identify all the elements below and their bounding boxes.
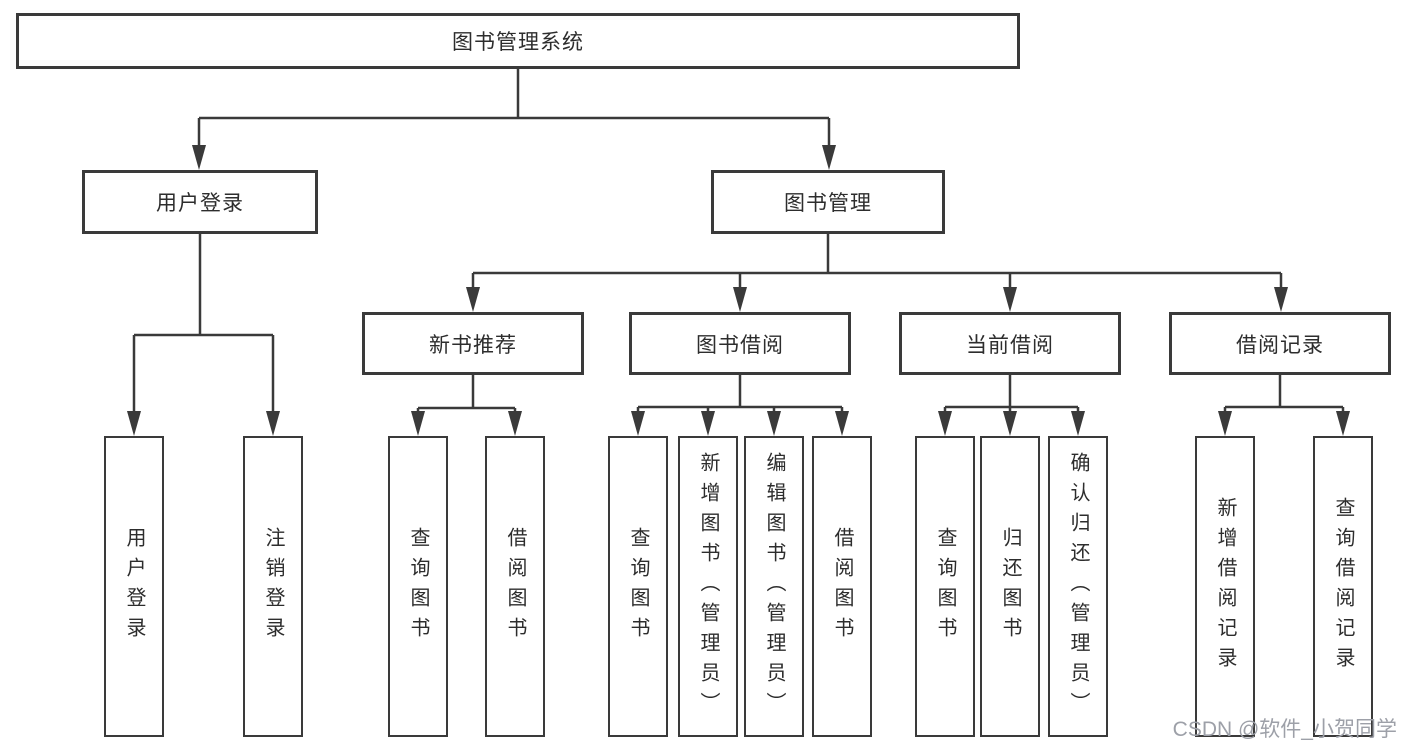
csdn-watermark: CSDN @软件_小贺同学 bbox=[1172, 718, 1397, 741]
node-current-borrow: 当前借阅 bbox=[899, 312, 1121, 375]
node-root-system: 图书管理系统 bbox=[16, 13, 1020, 69]
node-user-login: 用户登录 bbox=[82, 170, 318, 234]
leaf-current-return-books: 归还图书 bbox=[980, 436, 1040, 737]
leaf-borrow-add-books-admin: 新增图书（管理员） bbox=[678, 436, 738, 737]
leaf-borrow-query-books: 查询图书 bbox=[608, 436, 668, 737]
leaf-recommend-borrow-books: 借阅图书 bbox=[485, 436, 545, 737]
leaf-recommend-query-books: 查询图书 bbox=[388, 436, 448, 737]
leaf-current-query-books: 查询图书 bbox=[915, 436, 975, 737]
leaf-borrow-edit-books-admin: 编辑图书（管理员） bbox=[744, 436, 804, 737]
node-book-borrow: 图书借阅 bbox=[629, 312, 851, 375]
leaf-records-add-record: 新增借阅记录 bbox=[1195, 436, 1255, 737]
leaf-borrow-borrow-books: 借阅图书 bbox=[812, 436, 872, 737]
arrowheads bbox=[127, 145, 1350, 436]
leaf-records-query-record: 查询借阅记录 bbox=[1313, 436, 1373, 737]
node-borrow-records: 借阅记录 bbox=[1169, 312, 1391, 375]
node-book-management: 图书管理 bbox=[711, 170, 945, 234]
leaf-current-confirm-return-admin: 确认归还（管理员） bbox=[1048, 436, 1108, 737]
node-new-book-recommend: 新书推荐 bbox=[362, 312, 584, 375]
leaf-logout-login: 注销登录 bbox=[243, 436, 303, 737]
leaf-user-login: 用户登录 bbox=[104, 436, 164, 737]
